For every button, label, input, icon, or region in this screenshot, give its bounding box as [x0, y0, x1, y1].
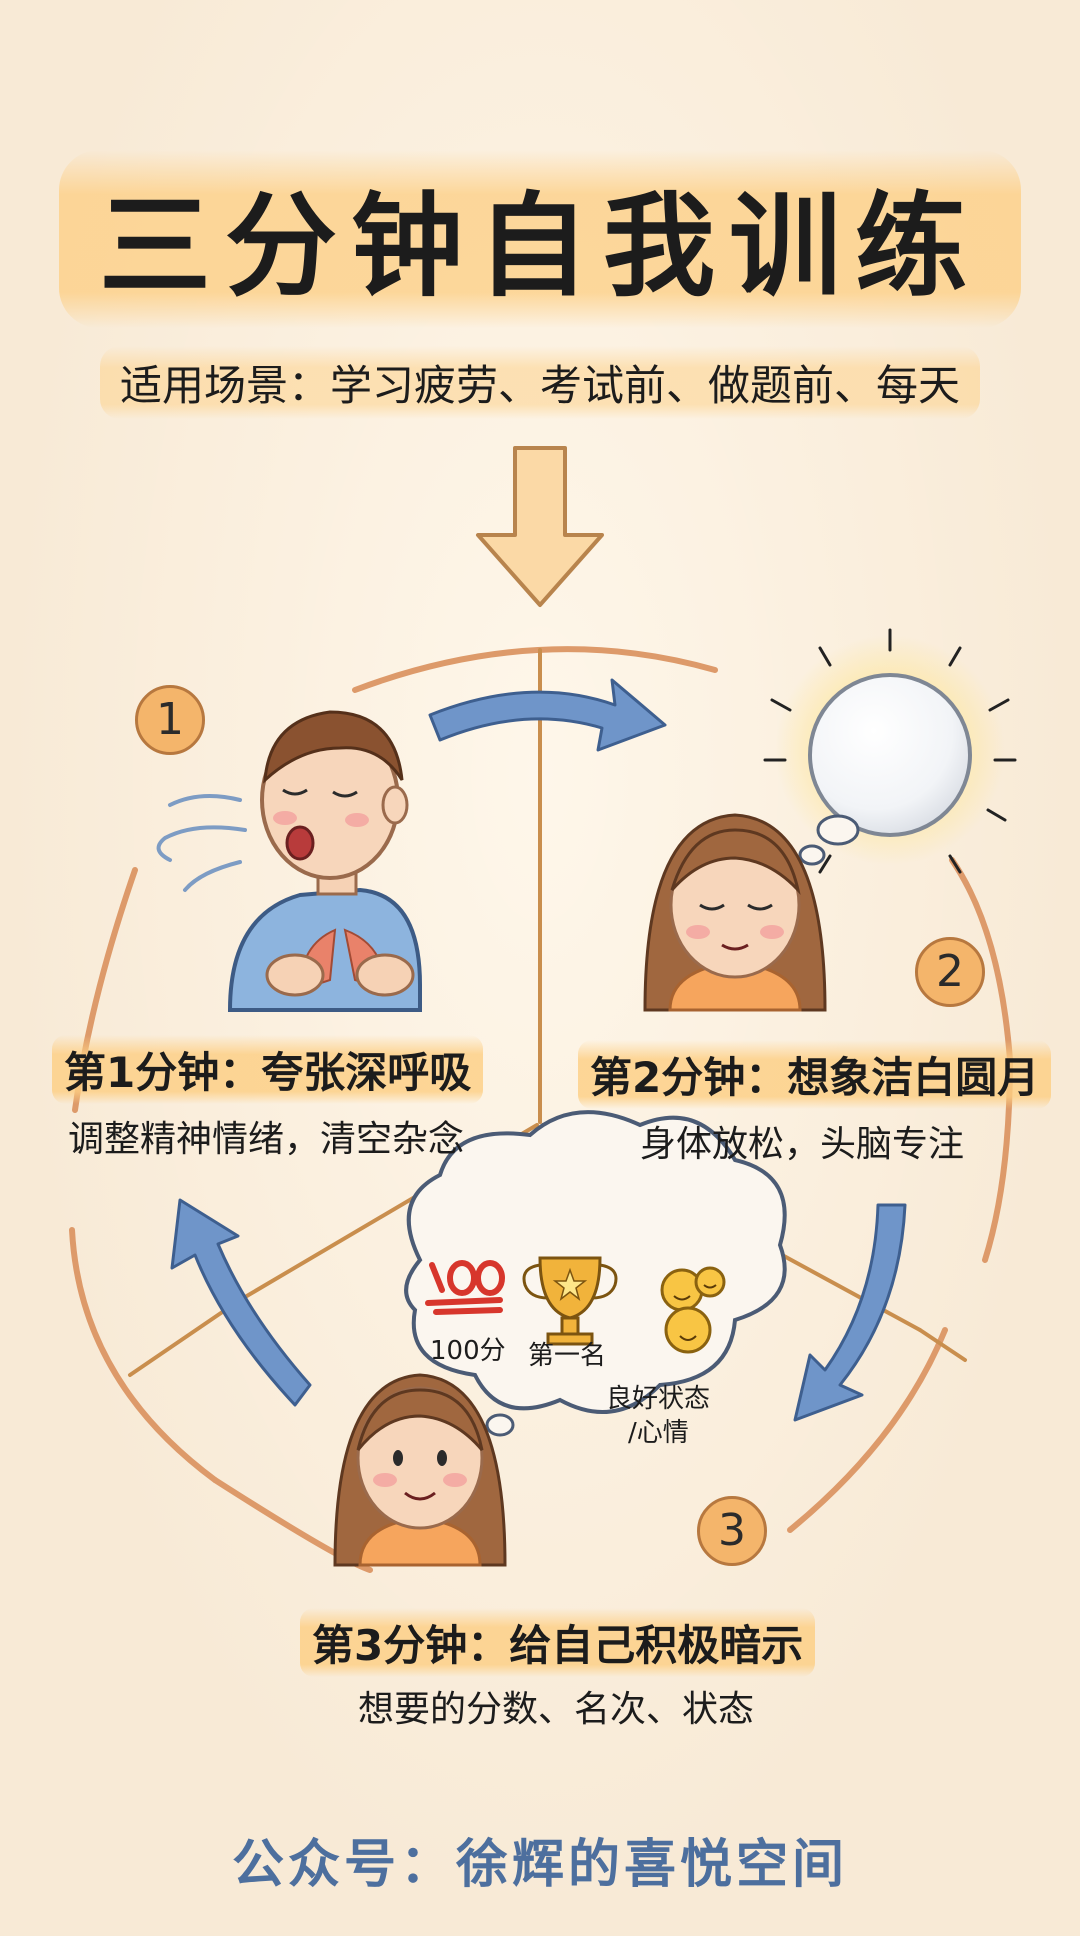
step-3-heading: 第3分钟：给自己积极暗示: [300, 1608, 816, 1677]
cycle-arrow-1-to-2: [428, 678, 667, 752]
rank-label: 第一名: [528, 1341, 607, 1371]
cycle-arrow-2-to-3: [793, 1203, 907, 1422]
score-label: 100分: [430, 1336, 506, 1366]
step-1-description: 调整精神情绪，清空杂念: [68, 1119, 465, 1160]
girl-relaxed-illustration: [643, 813, 827, 1012]
down-arrow-icon: [476, 446, 604, 607]
subtitle-wrap: 适用场景：学习疲劳、考试前、做题前、每天: [0, 346, 1080, 419]
thought-bubbles-small: [798, 814, 860, 866]
step-1-heading: 第1分钟：夸张深呼吸: [52, 1035, 484, 1104]
step-2-description: 身体放松，头脑专注: [640, 1124, 965, 1165]
mood-label-line2: /心情: [628, 1418, 689, 1448]
hundred-score-icon: [425, 1260, 505, 1315]
title-wrap: 三分钟自我训练: [0, 150, 1080, 328]
cycle-arrow-3-to-1: [170, 1198, 312, 1407]
footer-account: 公众号：徐辉的喜悦空间: [231, 1835, 848, 1895]
boy-breathing-illustration: [227, 710, 422, 1012]
step-3-number-badge: 3: [697, 1496, 767, 1566]
step-2-heading: 第2分钟：想象洁白圆月: [578, 1040, 1052, 1109]
girl-smiling-illustration: [333, 1373, 507, 1567]
page-subtitle: 适用场景：学习疲劳、考试前、做题前、每天: [99, 346, 980, 419]
step-2-number-badge: 2: [915, 937, 985, 1007]
page-title: 三分钟自我训练: [59, 150, 1021, 328]
step-3-description: 想要的分数、名次、状态: [358, 1689, 755, 1730]
moon-icon: [763, 628, 1017, 874]
mood-label-line1: 良好状态: [606, 1384, 711, 1414]
trophy-icon: [522, 1256, 618, 1346]
breath-wind-icon: [156, 794, 247, 892]
step-1-number-badge: 1: [135, 685, 205, 755]
smiley-faces-icon: [660, 1266, 726, 1354]
